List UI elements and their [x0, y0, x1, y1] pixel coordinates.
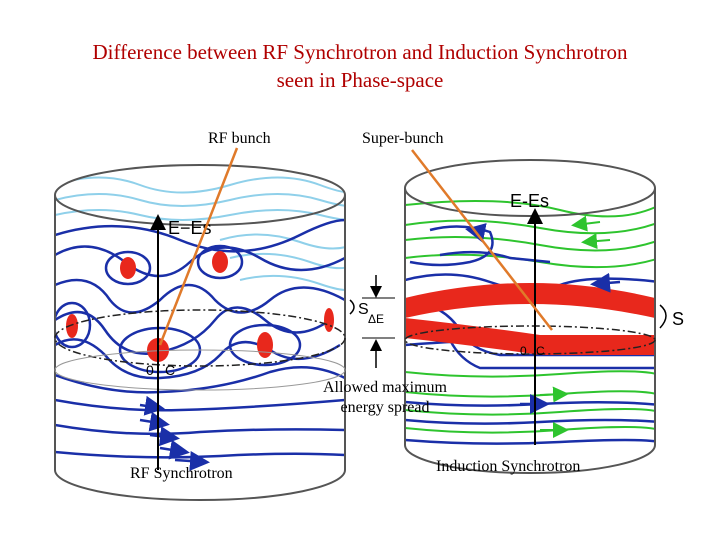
title-line-1: Difference between RF Synchrotron and In… — [92, 40, 628, 64]
super-bunch-label: Super-bunch — [362, 130, 444, 147]
rf-bunch-label: RF bunch — [208, 130, 271, 147]
allowed-energy-spread-label: Allowed maximum energy spread — [300, 378, 470, 418]
blue-trajectories — [55, 218, 345, 459]
rf-cylinder: E−Es 0 C S — [54, 164, 369, 501]
induction-s-label: S — [672, 309, 684, 329]
induction-origin-label: 0 — [520, 344, 527, 358]
rf-axis-label: E−Es — [168, 218, 212, 238]
delta-e-label: ΔE — [368, 312, 384, 326]
induction-c-label: C — [536, 344, 545, 358]
rf-s-label: S — [358, 301, 369, 318]
page-title: Difference between RF Synchrotron and In… — [0, 38, 720, 94]
induction-synchrotron-label: Induction Synchrotron — [436, 458, 581, 475]
allowed-line-1: Allowed maximum — [323, 379, 447, 396]
rf-rotation-arrow-icon — [349, 299, 355, 315]
pointer-lines — [158, 147, 553, 346]
super-bunch-bottom — [405, 318, 655, 355]
rf-c-label: C — [165, 362, 175, 378]
delta-e-indicator: ΔE — [362, 275, 395, 368]
rf-synchrotron-label: RF Synchrotron — [130, 465, 233, 482]
induction-axis-label: E-Es — [510, 191, 549, 211]
induction-cylinder: E-Es 0 C S — [404, 159, 684, 474]
allowed-line-2: energy spread — [340, 399, 430, 416]
rf-origin-label: 0 — [146, 362, 154, 378]
induction-rotation-arrow-icon — [659, 304, 667, 329]
title-line-2: seen in Phase-space — [276, 68, 444, 92]
